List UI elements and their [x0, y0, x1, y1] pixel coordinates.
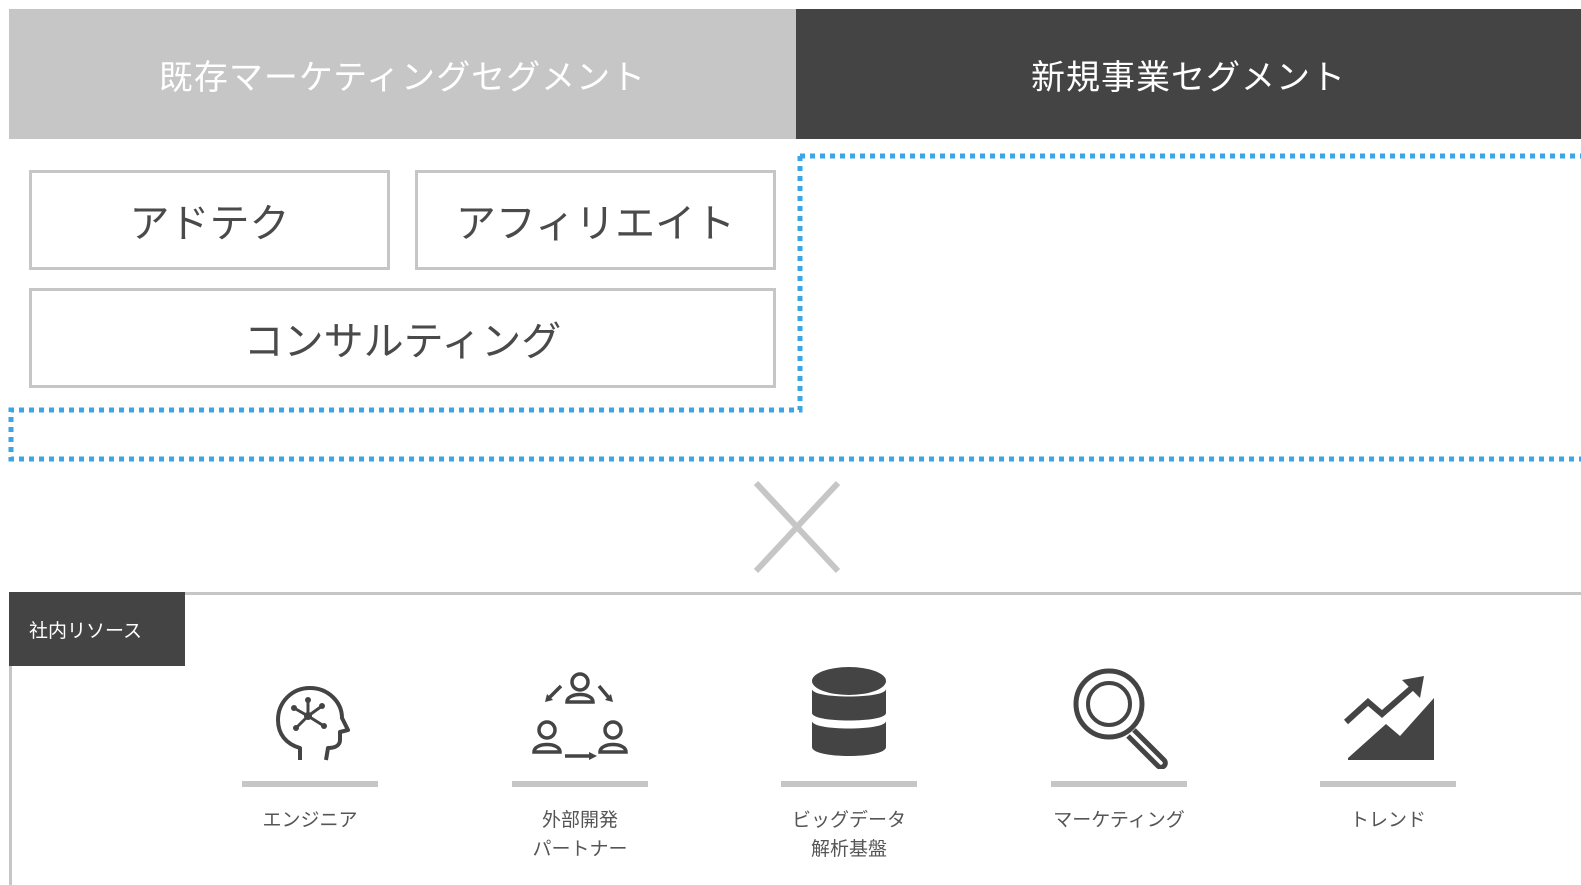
internal-resources-text: 社内リソース: [29, 619, 143, 642]
resource-label: エンジニア: [262, 809, 358, 831]
resources-divider: [9, 592, 1581, 595]
resource-bar: [1051, 781, 1187, 787]
resource-marketing: マーケティング: [1051, 660, 1187, 831]
magnifier-icon: [1073, 668, 1168, 769]
resource-label: ビッグデータ 解析基盤: [791, 809, 906, 860]
resource-engineer: エンジニア: [242, 660, 378, 831]
resource-trend: トレンド: [1320, 660, 1456, 831]
new-business-segment-header: 新規事業セグメント: [796, 9, 1581, 139]
team-cycle-icon: [532, 672, 628, 760]
resource-bar: [1320, 781, 1456, 787]
segment-boundary-dotted: [8, 153, 1581, 462]
resource-bigdata: ビッグデータ 解析基盤: [781, 660, 917, 860]
head-network-icon: [276, 686, 350, 761]
resource-bar: [781, 781, 917, 787]
resource-label: 外部開発 パートナー: [532, 809, 628, 860]
resource-bar: [242, 781, 378, 787]
adtech-box: アドテク: [29, 170, 390, 270]
existing-segment-label: 既存マーケティングセグメント: [158, 57, 647, 98]
database-icon: [812, 667, 886, 756]
resource-label: マーケティング: [1053, 809, 1185, 831]
affiliate-box: アフィリエイト: [415, 170, 776, 270]
resource-partners: 外部開発 パートナー: [512, 660, 648, 860]
cross-icon: [753, 480, 841, 574]
resources-left-rule: [9, 592, 12, 885]
adtech-label: アドテク: [129, 201, 290, 247]
existing-marketing-segment-header: 既存マーケティングセグメント: [9, 9, 796, 139]
new-segment-label: 新規事業セグメント: [1031, 57, 1346, 98]
internal-resources-label: 社内リソース: [9, 592, 185, 666]
resource-bar: [512, 781, 648, 787]
affiliate-label: アフィリエイト: [455, 201, 736, 247]
consulting-label: コンサルティング: [243, 319, 562, 365]
resource-label: トレンド: [1349, 809, 1426, 831]
consulting-box: コンサルティング: [29, 288, 776, 388]
trend-up-icon: [1343, 676, 1434, 760]
